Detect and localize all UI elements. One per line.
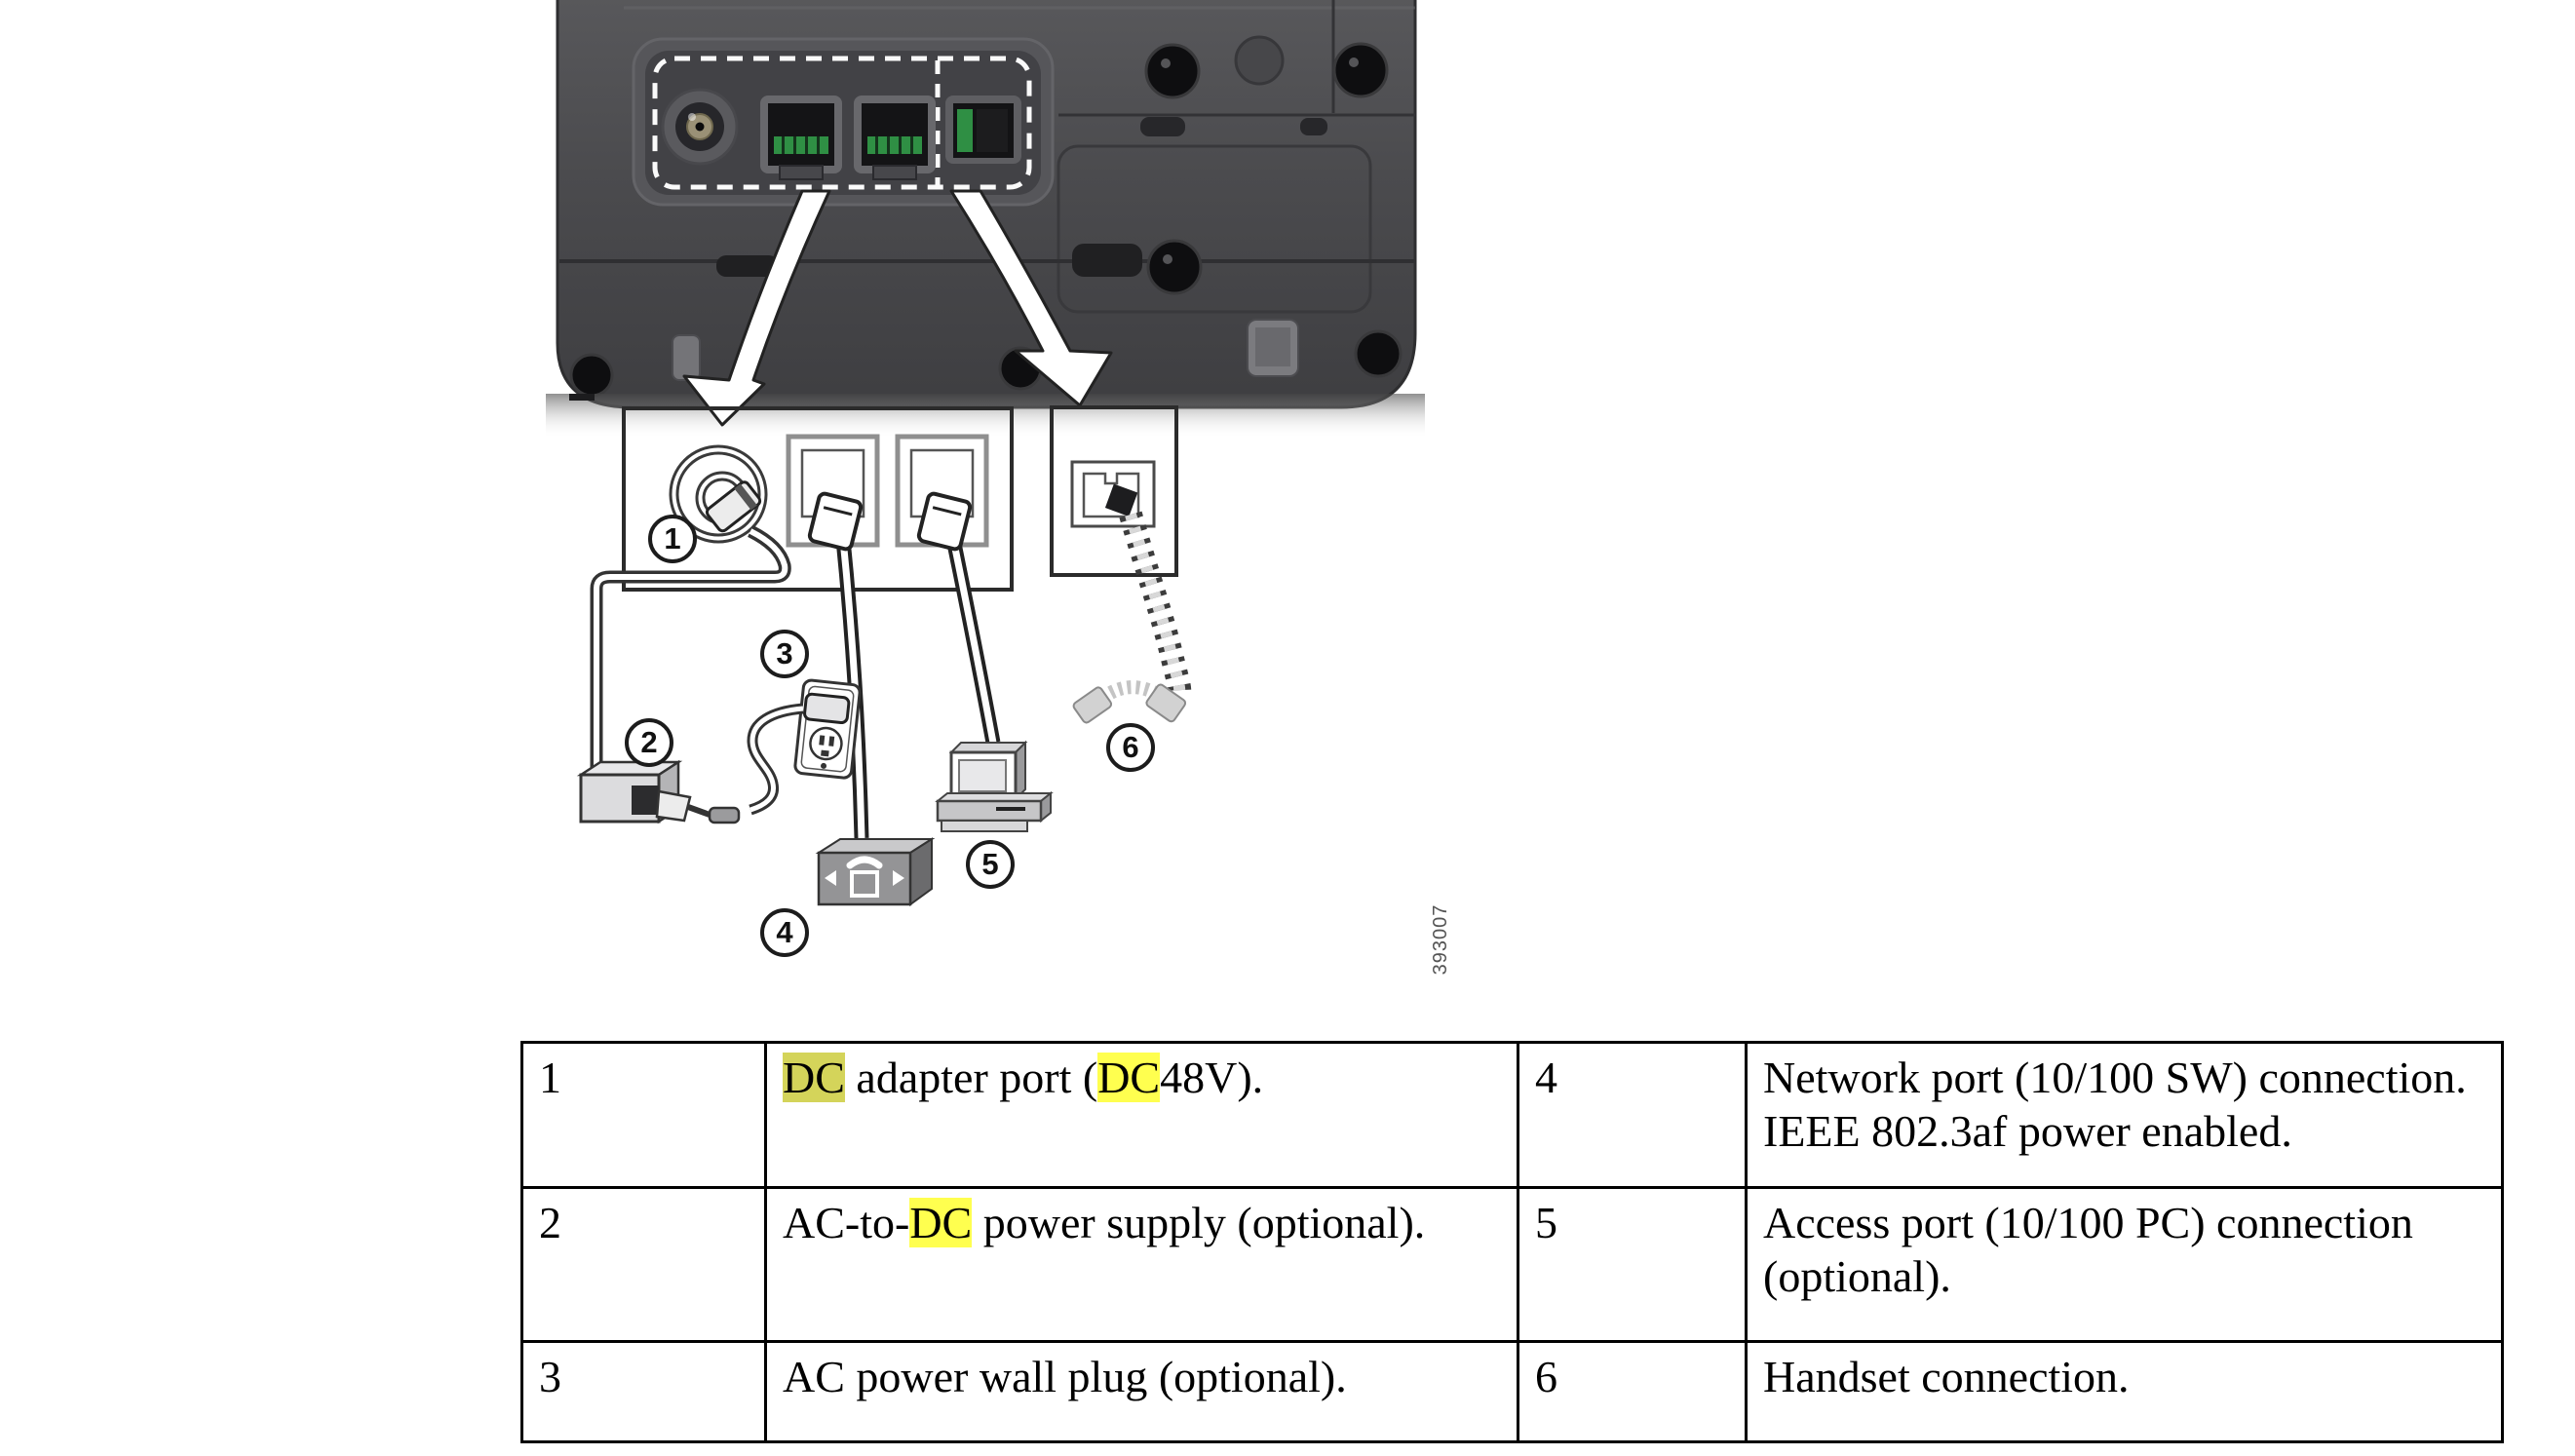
highlighted-text: DC (1097, 1053, 1161, 1102)
row2-desc-text: AC-to- (783, 1198, 910, 1247)
dash-mark (569, 394, 595, 401)
callout-number-cell: 1 (520, 1041, 767, 1189)
row3-num: 3 (539, 1352, 561, 1401)
callout-6-label: 6 (1122, 730, 1139, 764)
row1-num: 1 (539, 1053, 561, 1102)
description-cell: DC adapter port (DC48V). (764, 1041, 1519, 1189)
left-arrow (682, 189, 831, 427)
figure-number: 393007 (1430, 903, 1451, 976)
port-recess (632, 37, 1055, 207)
table-row: 1 DC adapter port (DC48V). 4 Network por… (520, 1041, 2504, 1189)
row2-desc2-line2: (optional). (1763, 1251, 1951, 1301)
ports-detail-box (622, 406, 1014, 592)
row1-desc-text: adapter port ( (844, 1053, 1098, 1102)
description-cell: Handset connection. (1745, 1340, 2504, 1443)
callout-number-cell: 4 (1517, 1041, 1748, 1189)
callout-4-label: 4 (776, 915, 793, 949)
table-row: 2 AC-to-DC power supply (optional). 5 Ac… (520, 1186, 2504, 1343)
table-row: 3 AC power wall plug (optional). 6 Hands… (520, 1340, 2504, 1443)
row2-desc2-line1: Access port (10/100 PC) connection (1763, 1198, 2413, 1247)
callout-5-label: 5 (981, 847, 999, 881)
wall-mount-hole (1234, 35, 1285, 86)
screws (569, 42, 1403, 398)
description-cell: Access port (10/100 PC) connection (opti… (1745, 1186, 2504, 1343)
description-cell: AC-to-DC power supply (optional). (764, 1186, 1519, 1343)
handset-jack-diagram (1070, 460, 1192, 724)
callout-1-label: 1 (664, 521, 681, 556)
network-jack-diagram (786, 434, 880, 839)
callout-number-cell: 2 (520, 1186, 767, 1343)
row1-desc2-line2: IEEE 802.3af power enabled. (1763, 1106, 2292, 1156)
callout-4: 4 (760, 908, 809, 957)
callout-1: 1 (648, 515, 697, 563)
phone-shadow (546, 394, 1425, 439)
row1-desc-text2: 48V). (1160, 1053, 1264, 1102)
wall-outlet-and-plug (747, 678, 862, 816)
row2-num2: 5 (1535, 1198, 1557, 1247)
row3-desc-text: AC power wall plug (optional). (783, 1352, 1347, 1401)
port-reference-table: 1 DC adapter port (DC48V). 4 Network por… (520, 1041, 2504, 1443)
ghost-handset (1078, 680, 1181, 720)
access-jack-diagram (895, 434, 1001, 745)
callout-3-label: 3 (776, 636, 793, 671)
dashed-ports-outline (652, 56, 1032, 190)
description-cell: AC power wall plug (optional). (764, 1340, 1519, 1443)
dc-adapter-port (661, 88, 739, 166)
handset-detail-box (1050, 405, 1178, 577)
callout-number-cell: 3 (520, 1340, 767, 1443)
callout-2-label: 2 (640, 725, 658, 759)
phone-rear-diagram (546, 0, 1425, 906)
row1-desc2-line1: Network port (10/100 SW) connection. (1763, 1053, 2467, 1102)
access-port (854, 96, 936, 180)
callout-number-cell: 5 (1517, 1186, 1748, 1343)
row2-desc-text2: power supply (optional). (972, 1198, 1426, 1247)
handset-port (945, 96, 1021, 164)
row3-desc2-line1: Handset connection. (1763, 1352, 2130, 1401)
switch-device (815, 837, 936, 906)
dc-plug-and-cord (590, 444, 791, 768)
highlighted-text: DC (909, 1198, 973, 1247)
right-arrow (949, 189, 1113, 407)
highlighted-text-current: DC (783, 1053, 845, 1102)
row3-num2: 6 (1535, 1352, 1557, 1401)
callout-arrows (682, 189, 1113, 427)
description-cell: Network port (10/100 SW) connection. IEE… (1745, 1041, 2504, 1189)
row2-num: 2 (539, 1198, 561, 1247)
callout-5: 5 (966, 840, 1015, 889)
callout-number-cell: 6 (1517, 1340, 1748, 1443)
power-supply-brick (576, 759, 741, 824)
row1-num2: 4 (1535, 1053, 1557, 1102)
callout-3: 3 (760, 630, 809, 678)
network-port (760, 96, 842, 180)
computer-device (935, 740, 1054, 832)
callout-2: 2 (625, 718, 673, 767)
callout-6: 6 (1106, 723, 1155, 772)
